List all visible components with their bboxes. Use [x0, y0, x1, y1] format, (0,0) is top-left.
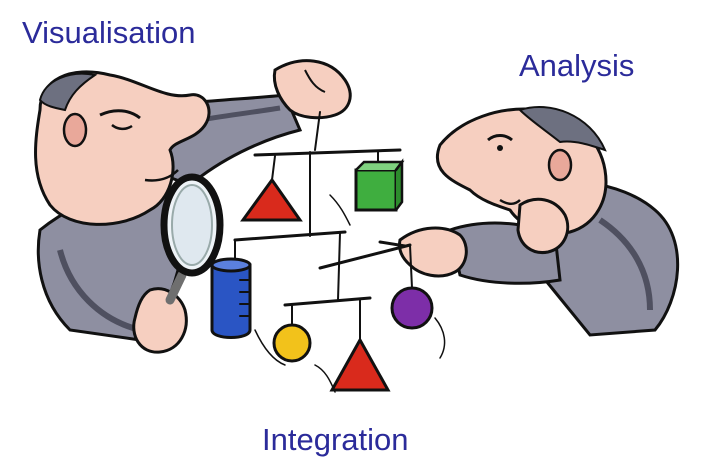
- green-box-shape: [354, 158, 405, 212]
- visualisation-man-figure: [34, 59, 352, 354]
- left-man-head: [34, 70, 211, 226]
- analysis-label: Analysis: [519, 48, 635, 83]
- purple-ball-shape: [390, 286, 434, 330]
- integration-label: Integration: [262, 422, 409, 457]
- right-man-chin-hand: [516, 197, 570, 255]
- right-man-pointing-hand: [398, 226, 468, 278]
- red-triangle-lower-shape: [329, 336, 391, 392]
- analysis-man-figure: [378, 105, 680, 337]
- right-man-ear: [547, 148, 573, 182]
- left-man-ear: [62, 112, 88, 148]
- magnifying-glass-icon: [160, 173, 224, 305]
- yellow-ball-shape: [272, 323, 312, 363]
- left-man-hair: [38, 72, 98, 112]
- blue-cylinder-shape: [210, 257, 252, 339]
- hanging-mobile: [210, 111, 446, 393]
- right-man-hair: [518, 105, 607, 152]
- left-man-lower-hand: [132, 287, 188, 354]
- red-triangle-shape: [240, 177, 303, 222]
- visualisation-label: Visualisation: [22, 15, 196, 50]
- left-man-raised-hand: [272, 59, 352, 120]
